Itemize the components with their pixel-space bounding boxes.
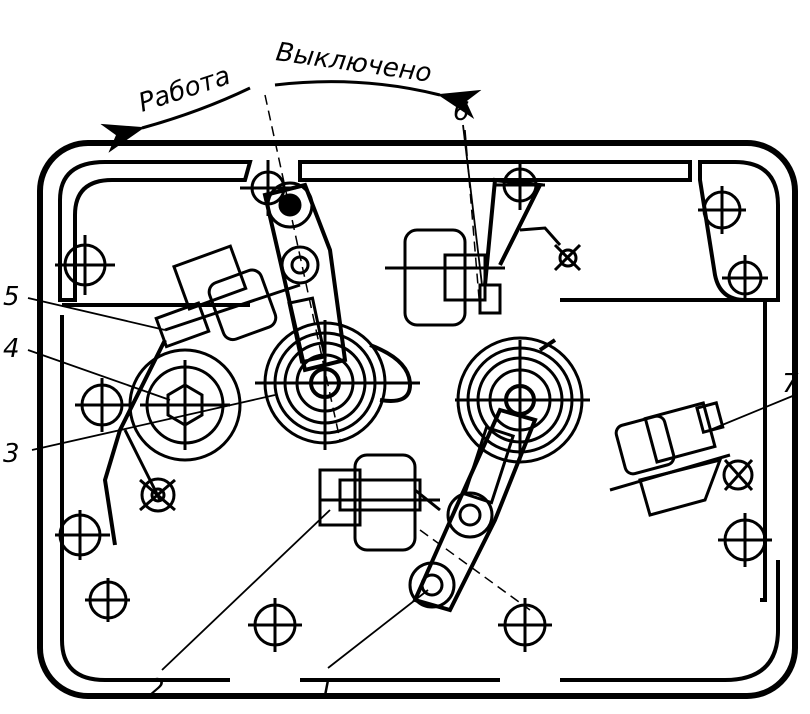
mounting-holes <box>55 160 772 652</box>
leader-3 <box>31 394 276 451</box>
hole-left-upper <box>55 235 115 295</box>
callout-2: 2 <box>148 674 165 704</box>
arrow-vyklyucheno <box>274 80 482 120</box>
hole-bottom-center-left <box>248 598 302 652</box>
callout-3: 3 <box>3 439 20 469</box>
direction-arrows <box>100 80 482 153</box>
switch-5 <box>102 244 301 546</box>
callout-1: 1 <box>318 674 335 704</box>
right-cam-assembly <box>455 336 590 464</box>
switch-bottom-2 <box>318 453 441 552</box>
leader-6 <box>462 124 483 286</box>
callout-6: 6 <box>453 97 470 127</box>
switch-top <box>385 177 582 327</box>
hole-left-middle <box>75 378 130 432</box>
hole-bottom-left <box>85 578 130 622</box>
right-lever <box>408 407 538 613</box>
hole-left-lower <box>55 510 110 560</box>
leader-lines <box>27 124 796 671</box>
leader-5 <box>27 297 166 331</box>
callout-4: 4 <box>3 334 20 364</box>
leader-4 <box>27 349 171 401</box>
callout-5: 5 <box>3 282 20 312</box>
leader-1 <box>327 589 429 669</box>
callout-7: 7 <box>782 369 799 399</box>
axis-lines <box>264 94 531 611</box>
label-rabota: Работа <box>135 61 234 119</box>
hole-right-upper <box>722 255 768 301</box>
leader-2 <box>161 509 331 671</box>
housing-plate <box>37 140 798 699</box>
bolt-washer-4 <box>128 348 242 462</box>
left-cam-assembly <box>255 320 420 450</box>
arrow-rabota <box>100 86 251 153</box>
switch-7 <box>609 401 754 517</box>
hole-top-right <box>698 186 746 234</box>
hole-right-lower <box>718 513 772 567</box>
leader-7 <box>709 394 796 431</box>
